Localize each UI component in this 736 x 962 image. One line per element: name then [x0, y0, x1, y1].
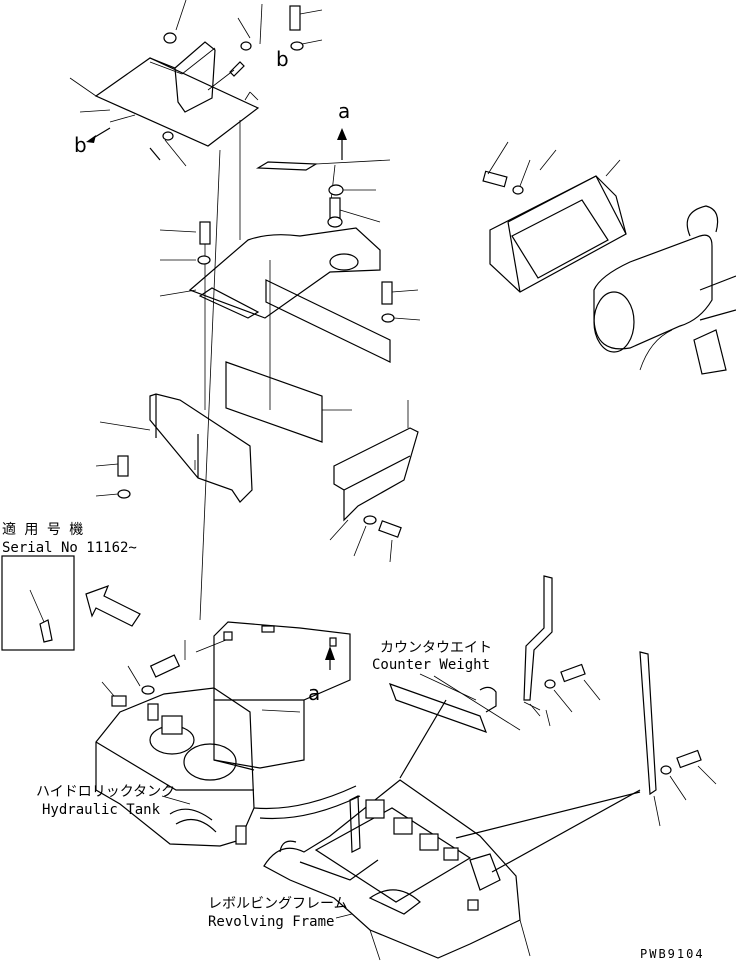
revolving-frame	[235, 699, 641, 961]
left-bracket	[95, 393, 253, 503]
counter-weight-leader	[419, 673, 477, 701]
counter-weight-label-en: Counter Weight	[372, 657, 490, 673]
hydraulic-tank-label-jp: ハイドロリックタンク	[36, 784, 175, 800]
serial-label-jp: 適 用 号 機	[2, 521, 83, 538]
hydraulic-tank-leader	[161, 795, 191, 805]
drawing-code: PWB9104	[640, 947, 705, 961]
counter-weight	[213, 621, 521, 771]
right-bracket	[329, 427, 419, 563]
callout-a-top: a	[338, 99, 350, 123]
support-rods	[523, 575, 717, 827]
connector-lines	[184, 91, 409, 660]
serial-label-en: Serial No 11162~	[2, 540, 137, 556]
bracket-a	[255, 128, 391, 228]
hydraulic-tank	[95, 639, 255, 847]
serial-inset	[1, 555, 141, 651]
counter-weight-label-jp: カウンタウエイト	[380, 640, 492, 656]
hydraulic-tank-label-en: Hydraulic Tank	[42, 802, 161, 818]
middle-cover-plate	[159, 221, 421, 363]
revolving-frame-label-jp: レボルビングフレーム	[208, 896, 348, 912]
insulator-pad	[225, 361, 352, 443]
callout-b-left: b	[74, 133, 87, 157]
muffler-assembly	[482, 141, 736, 375]
revolving-frame-label-en: Revolving Frame	[208, 914, 334, 930]
callout-b-top: b	[276, 47, 289, 71]
top-plate-assembly	[69, 0, 323, 167]
tank-top-leader	[261, 709, 301, 713]
callout-a-bottom: a	[308, 681, 320, 705]
revolving-frame-leader	[335, 913, 353, 919]
